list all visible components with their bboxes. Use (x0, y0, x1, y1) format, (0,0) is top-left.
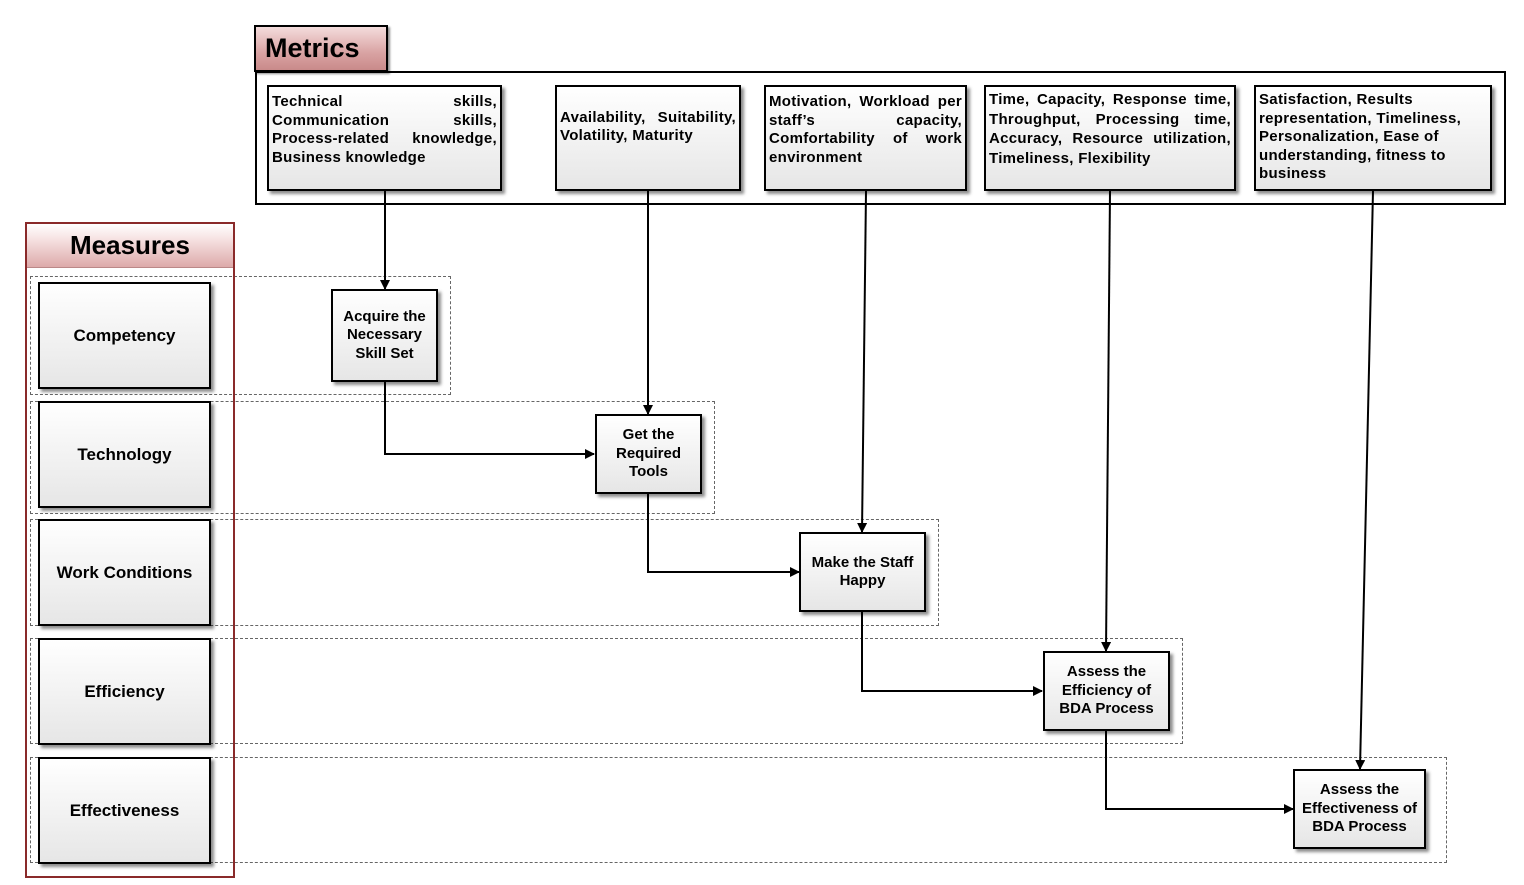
metrics-frame (255, 71, 1506, 205)
step-assess-efficiency: Assess the Efficiency of BDA Process (1043, 651, 1170, 731)
measure-effectiveness: Effectiveness (38, 757, 211, 864)
lane-efficiency (30, 638, 1183, 744)
measures-frame (25, 222, 235, 878)
step-acquire-skill-set: Acquire the Necessary Skill Set (331, 289, 438, 382)
step-label-1: Acquire the Necessary Skill Set (343, 307, 426, 362)
arrow-step-4-to-5 (1105, 731, 1294, 814)
metric-text-technology: Availability, Suitability, Volatility, M… (560, 108, 736, 145)
metrics-title: Metrics (265, 33, 360, 63)
metric-text-work-conditions: Motivation, Workload per staff’s capacit… (769, 93, 962, 166)
metric-box-competency: Technical skills, Communication skills, … (267, 85, 502, 191)
measures-header: Measures (27, 224, 233, 268)
measures-title: Measures (70, 230, 190, 260)
arrow-step-3-to-4 (861, 612, 1043, 696)
measure-competency: Competency (38, 282, 211, 389)
measure-label-effectiveness: Effectiveness (69, 800, 180, 820)
step-label-2: Get the Required Tools (615, 426, 681, 481)
metric-box-work-conditions: Motivation, Workload per staff’s capacit… (764, 85, 967, 191)
metric-box-efficiency: Time, Capacity, Response time, Throughpu… (984, 85, 1236, 191)
measure-label-efficiency: Efficiency (84, 681, 165, 701)
metric-text-competency: Technical skills, Communication skills, … (272, 93, 497, 166)
metric-text-effectiveness: Satisfaction, Results representation, Ti… (1259, 91, 1462, 182)
step-make-staff-happy: Make the Staff Happy (799, 532, 926, 612)
lane-technology (30, 401, 715, 514)
lane-effectiveness (30, 757, 1447, 863)
arrow-metric-to-step-4 (1101, 190, 1112, 652)
step-label-3: Make the Staff Happy (811, 553, 914, 590)
lane-competency (30, 276, 451, 395)
step-assess-effectiveness: Assess the Effectiveness of BDA Process (1293, 769, 1426, 849)
measure-label-work-conditions: Work Conditions (56, 562, 193, 582)
metric-text-efficiency: Time, Capacity, Response time, Throughpu… (989, 91, 1231, 167)
metric-box-effectiveness: Satisfaction, Results representation, Ti… (1254, 85, 1492, 191)
step-get-tools: Get the Required Tools (595, 414, 702, 494)
metric-box-technology: Availability, Suitability, Volatility, M… (555, 85, 741, 191)
arrow-metric-to-step-3 (857, 190, 868, 533)
measure-label-technology: Technology (77, 444, 172, 464)
arrow-metric-to-step-5 (1355, 190, 1374, 770)
lane-work-conditions (30, 519, 939, 626)
arrow-step-1-to-2 (384, 382, 595, 459)
step-label-4: Assess the Efficiency of BDA Process (1059, 663, 1154, 718)
measure-label-competency: Competency (73, 325, 176, 345)
measure-technology: Technology (38, 401, 211, 508)
measure-efficiency: Efficiency (38, 638, 211, 745)
measure-work-conditions: Work Conditions (38, 519, 211, 626)
arrow-step-2-to-3 (647, 494, 800, 577)
metrics-header: Metrics (254, 25, 388, 72)
step-label-5: Assess the Effectiveness of BDA Process (1301, 781, 1418, 836)
